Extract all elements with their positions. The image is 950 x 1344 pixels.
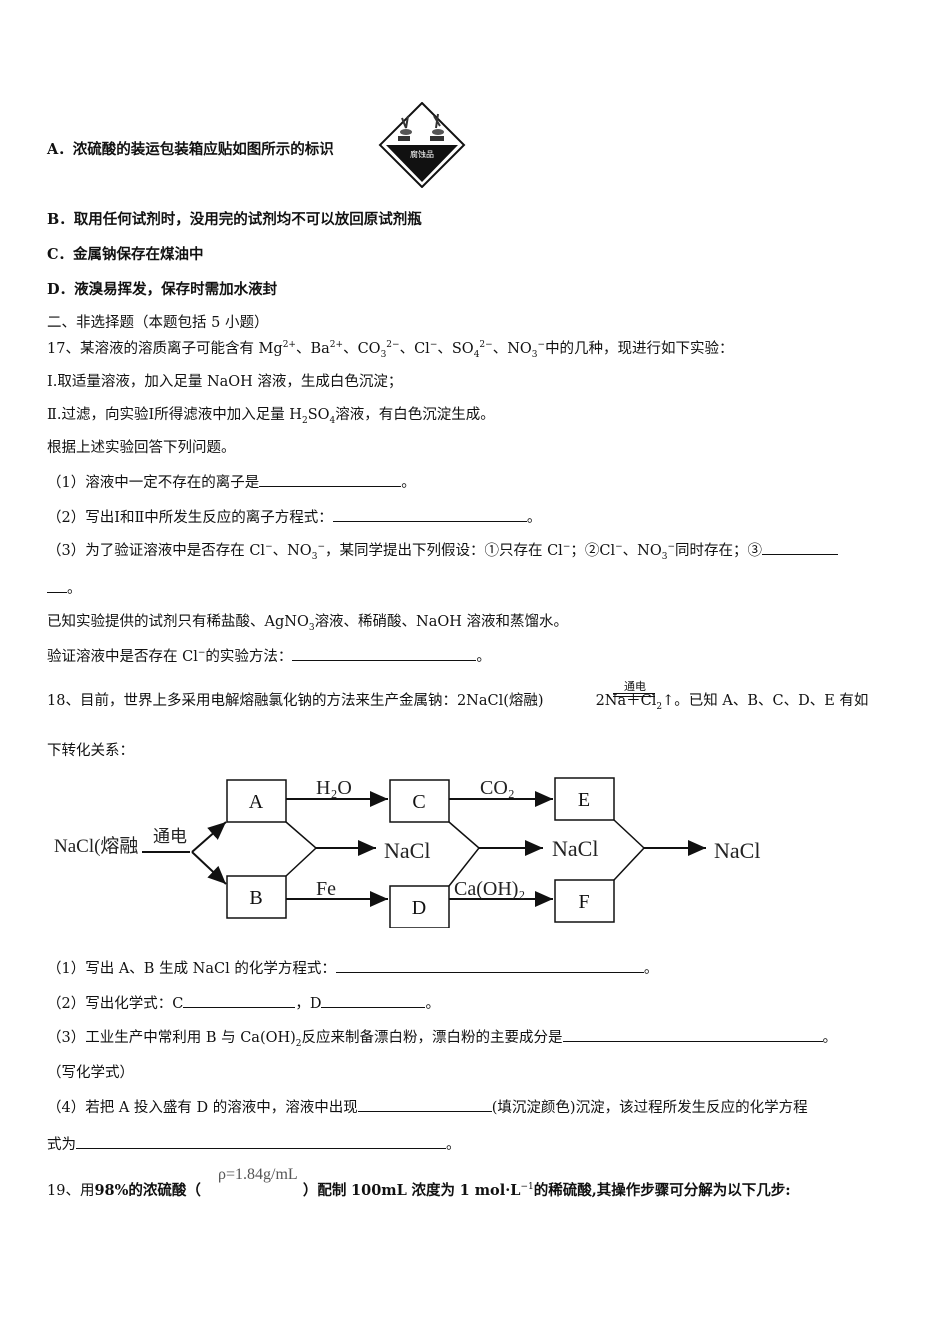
box-d xyxy=(389,885,450,928)
label-d: D xyxy=(412,897,426,919)
electrolysis-condition: 通电 xyxy=(624,680,646,693)
label-e: E xyxy=(578,789,590,811)
q17-reagents: 已知实验提供的试剂只有稀盐酸、AgNO3溶液、稀硝酸、NaOH 溶液和蒸馏水。 xyxy=(47,614,569,633)
q18-part-1: （1）写出 A、B 生成 NaCl 的化学方程式：。 xyxy=(47,958,658,979)
q17-stem: 17、某溶液的溶质离子可能含有 Mg2+、Ba2+、CO32−、Cl−、SO42… xyxy=(47,340,734,360)
answer-blank[interactable] xyxy=(292,646,477,661)
q17-part-2: （2）写出Ⅰ和Ⅱ中所发生反应的离子方程式：。 xyxy=(47,507,541,528)
q17-experiment-1: Ⅰ.取适量溶液，加入足量 NaOH 溶液，生成白色沉淀； xyxy=(47,374,403,390)
answer-blank[interactable] xyxy=(562,1027,823,1042)
answer-blank[interactable] xyxy=(321,993,426,1008)
q17-intro: 根据上述实验回答下列问题。 xyxy=(47,440,236,456)
box-b xyxy=(226,875,287,919)
q19-stem: 19、用98%的浓硫酸（）配制 100mL 浓度为 1 mol·L−1的稀硫酸,… xyxy=(47,1182,791,1199)
box-c xyxy=(389,779,450,823)
label-nacl-2: NaCl xyxy=(552,836,598,861)
q18-part-2: （2）写出化学式：C，D。 xyxy=(47,993,440,1014)
answer-blank[interactable] xyxy=(762,540,839,555)
corrosive-label-text: 腐蚀品 xyxy=(410,149,434,159)
diagram-electrolysis: 通电 xyxy=(153,827,187,846)
answer-blank[interactable] xyxy=(47,578,67,593)
answer-blank[interactable] xyxy=(335,958,644,973)
label-b: B xyxy=(249,887,262,909)
label-c: C xyxy=(412,791,425,813)
density-annotation: ρ=1.84g/mL xyxy=(218,1166,298,1183)
answer-blank[interactable] xyxy=(332,507,527,522)
label-nacl-3: NaCl xyxy=(714,838,760,863)
condition-line xyxy=(613,693,655,694)
q18-part-3-note: （写化学式） xyxy=(47,1065,134,1081)
option-c: C．金属钠保存在煤油中 xyxy=(47,246,204,263)
conversion-diagram: NaCl(熔融 通电 A B C D E F H₂O CO₂ Fe Ca(OH)… xyxy=(54,777,760,928)
q17-experiment-2: Ⅱ.过滤，向实验Ⅰ所得滤液中加入足量 H2SO4溶液，有白色沉淀生成。 xyxy=(47,407,495,426)
label-nacl-1: NaCl xyxy=(384,838,430,863)
box-e xyxy=(554,777,615,821)
q18-stem: 18、目前，世界上多采用电解熔融氯化钠的方法来生产金属钠：2NaCl(熔融)2N… xyxy=(47,693,869,712)
q18-part-3: （3）工业生产中常利用 B 与 Ca(OH)2反应来制备漂白粉，漂白粉的主要成分… xyxy=(47,1027,837,1048)
corrosive-label-icon: 腐蚀品 xyxy=(378,102,466,188)
box-f xyxy=(554,879,615,923)
box-a xyxy=(226,779,287,823)
q17-part-3: （3）为了验证溶液中是否存在 Cl−、NO3−，某同学提出下列假设：①只存在 C… xyxy=(47,540,839,561)
option-a-text: A．浓硫酸的装运包装箱应贴如图所示的标识 xyxy=(47,141,334,158)
answer-blank[interactable] xyxy=(183,993,296,1008)
answer-blank[interactable] xyxy=(76,1134,446,1149)
label-fe: Fe xyxy=(316,878,336,900)
answer-blank[interactable] xyxy=(357,1097,492,1112)
condition-line xyxy=(613,696,655,697)
option-b: B．取用任何试剂时，没用完的试剂均不可以放回原试剂瓶 xyxy=(47,211,422,228)
label-a: A xyxy=(249,791,264,813)
option-a: A．浓硫酸的装运包装箱应贴如图所示的标识 xyxy=(47,140,334,160)
q18-stem-line2: 下转化关系： xyxy=(47,743,134,759)
label-caoh2: Ca(OH)₂ xyxy=(454,878,525,900)
diagram-start: NaCl(熔融 xyxy=(54,835,138,857)
label-h2o: H₂O xyxy=(316,777,352,799)
q17-verify: 验证溶液中是否存在 Cl−的实验方法：。 xyxy=(47,646,491,667)
option-d: D．液溴易挥发，保存时需加水液封 xyxy=(47,281,278,298)
answer-blank[interactable] xyxy=(259,472,402,487)
label-co2: CO₂ xyxy=(480,777,515,799)
q18-part-4: （4）若把 A 投入盛有 D 的溶液中，溶液中出现(填沉淀颜色)沉淀，该过程所发… xyxy=(47,1097,808,1118)
q17-part-3-cont: 。 xyxy=(47,578,82,599)
section-title: 二、非选择题（本题包括 5 小题） xyxy=(47,315,269,331)
q17-part-1: （1）溶液中一定不存在的离子是。 xyxy=(47,472,416,493)
q18-part-4-cont: 式为。 xyxy=(47,1134,461,1155)
label-f: F xyxy=(578,891,589,913)
